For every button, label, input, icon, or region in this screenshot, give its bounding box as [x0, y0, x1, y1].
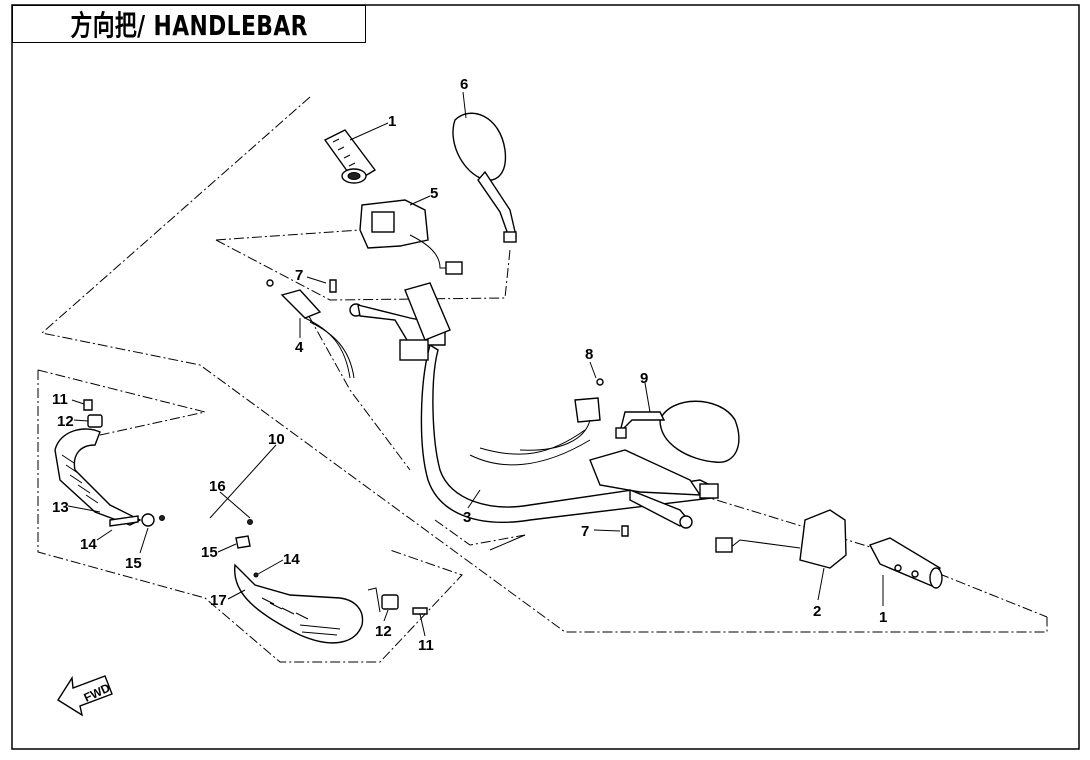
leader-lines — [67, 91, 884, 637]
right-mirror — [615, 400, 740, 463]
left-switch-housing — [359, 199, 463, 275]
lower-hand-guard — [234, 563, 364, 644]
right-grip — [869, 537, 943, 589]
callout-12-upper: 12 — [57, 413, 74, 430]
callout-12-lower: 12 — [375, 623, 392, 640]
page-title: 方向把/ HANDLEBAR — [70, 9, 308, 42]
callout-15-upper: 15 — [125, 555, 142, 572]
callout-5: 5 — [430, 185, 438, 202]
throttle-cable — [266, 279, 355, 379]
mirror-boundary — [215, 239, 511, 301]
right-grip-link — [699, 494, 1048, 618]
callout-13: 13 — [52, 499, 69, 516]
outer-border — [11, 4, 1080, 750]
callout-4: 4 — [295, 339, 304, 356]
left-mirror — [452, 112, 517, 243]
callout-11-lower: 11 — [418, 637, 434, 654]
lower-cable-route — [434, 519, 526, 546]
upper-hand-guard — [54, 428, 142, 526]
callout-11-upper: 11 — [52, 391, 68, 408]
left-lever-assembly — [349, 282, 451, 361]
title-box: 方向把/ HANDLEBAR — [12, 5, 366, 43]
callout-14-lower: 14 — [283, 551, 300, 568]
callout-16: 16 — [209, 478, 226, 495]
callout-10: 10 — [268, 431, 285, 448]
upper-left-boundary — [37, 369, 206, 436]
callouts: 1 1 2 3 4 5 6 7 7 8 9 10 11 11 12 12 13 … — [52, 76, 887, 654]
left-grip — [323, 129, 377, 184]
callout-8: 8 — [585, 346, 593, 363]
hardware — [83, 279, 629, 615]
right-switch-block — [519, 378, 604, 451]
callout-7-left: 7 — [295, 267, 303, 284]
callout-14-upper: 14 — [80, 536, 97, 553]
right-lever-assembly — [589, 449, 719, 529]
callout-17: 17 — [210, 592, 227, 609]
callout-7-right: 7 — [581, 523, 589, 540]
right-switch-housing — [715, 509, 847, 569]
callout-1-left-grip: 1 — [388, 113, 396, 130]
callout-15-lower: 15 — [201, 544, 218, 561]
callout-6: 6 — [460, 76, 468, 93]
switch-boundary — [215, 229, 371, 246]
callout-1-right-grip: 1 — [879, 609, 887, 626]
fwd-arrow — [57, 675, 113, 717]
lower-guard-boundary — [37, 370, 463, 663]
callout-3: 3 — [463, 509, 471, 526]
cable-route — [299, 299, 411, 471]
callout-2: 2 — [813, 603, 821, 620]
left-assembly-boundary — [40, 96, 1048, 633]
callout-9: 9 — [640, 370, 648, 387]
